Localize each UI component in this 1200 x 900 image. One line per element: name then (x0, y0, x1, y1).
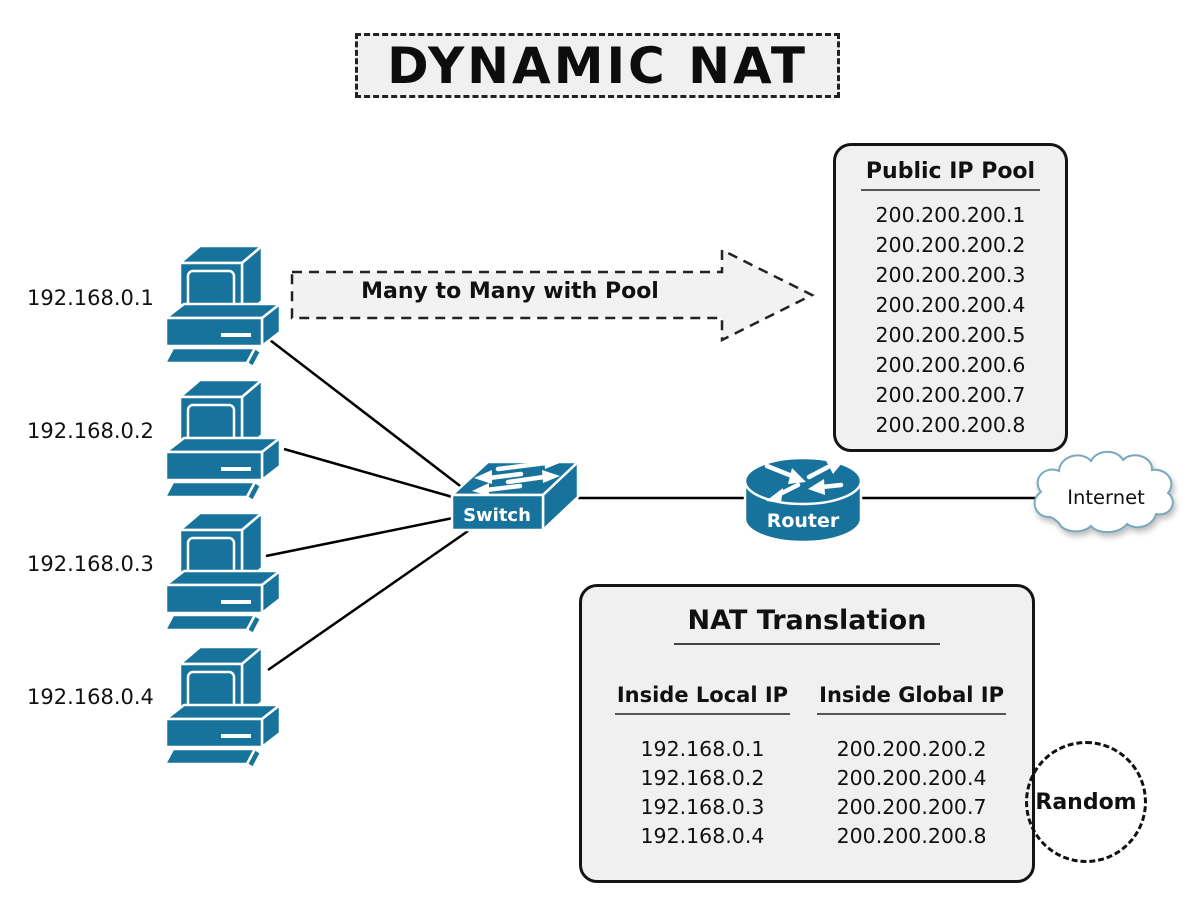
pc2-ip-label: 192.168.0.2 (27, 419, 154, 443)
computer-icon-4 (163, 645, 282, 770)
computer-icon-2 (163, 378, 282, 503)
many-to-many-arrow (290, 247, 815, 343)
cable-pc3-to-switch (265, 516, 454, 558)
page-title-text: DYNAMIC NAT (387, 36, 808, 95)
table-cell: 200.200.200.4 (836, 766, 987, 790)
switch-arrows-icon (472, 456, 562, 496)
pool-ip: 200.200.200.4 (875, 293, 1026, 317)
pool-ip: 200.200.200.6 (875, 353, 1026, 377)
inside-global-rows: 200.200.200.2 200.200.200.4 200.200.200.… (811, 735, 1012, 851)
pool-ip: 200.200.200.7 (875, 383, 1026, 407)
random-label: Random (1035, 789, 1137, 815)
table-cell: 200.200.200.7 (836, 795, 987, 819)
cable-pc2-to-switch (283, 447, 457, 500)
cable-pc1-to-switch (265, 336, 469, 493)
router-arrows-icon (764, 459, 844, 503)
table-cell: 192.168.0.1 (640, 737, 765, 761)
switch-icon: Switch (450, 456, 580, 532)
pc1-ip-label: 192.168.0.1 (27, 286, 154, 310)
router-label: Router (767, 510, 840, 532)
pool-ip: 200.200.200.5 (875, 323, 1026, 347)
table-cell: 192.168.0.2 (640, 766, 765, 790)
cable-pc4-to-switch (267, 529, 469, 672)
public-ip-pool-title: Public IP Pool (860, 159, 1041, 191)
many-to-many-arrow-label: Many to Many with Pool (361, 279, 659, 304)
computer-icon-1 (163, 244, 282, 369)
pc4-ip-label: 192.168.0.4 (27, 685, 154, 709)
nat-translation-table: Inside Local IP 192.168.0.1 192.168.0.2 … (582, 683, 1032, 851)
table-cell: 200.200.200.2 (836, 737, 987, 761)
nat-translation-panel: NAT Translation Inside Local IP 192.168.… (579, 584, 1035, 883)
pool-ip: 200.200.200.3 (875, 263, 1026, 287)
table-cell: 200.200.200.8 (836, 824, 987, 848)
internet-cloud-icon: Internet (1033, 450, 1174, 534)
pc3-ip-label: 192.168.0.3 (27, 552, 154, 576)
inside-local-rows: 192.168.0.1 192.168.0.2 192.168.0.3 192.… (602, 735, 803, 851)
random-annotation-circle: Random (1025, 741, 1147, 863)
inside-global-header: Inside Global IP (817, 683, 1006, 715)
inside-local-column: Inside Local IP 192.168.0.1 192.168.0.2 … (602, 683, 803, 851)
pool-ip: 200.200.200.2 (875, 233, 1026, 257)
pool-ip: 200.200.200.1 (875, 203, 1026, 227)
table-cell: 192.168.0.3 (640, 795, 765, 819)
inside-global-column: Inside Global IP 200.200.200.2 200.200.2… (811, 683, 1012, 851)
switch-label: Switch (463, 505, 531, 526)
table-cell: 192.168.0.4 (640, 824, 765, 848)
internet-label: Internet (1067, 486, 1145, 509)
computer-icon-3 (163, 511, 282, 636)
page-title: DYNAMIC NAT (355, 33, 840, 98)
inside-local-header: Inside Local IP (614, 683, 791, 715)
public-ip-pool-panel: Public IP Pool 200.200.200.1 200.200.200… (833, 143, 1068, 452)
nat-translation-title: NAT Translation (673, 605, 941, 645)
pool-ip: 200.200.200.8 (875, 413, 1026, 437)
router-icon: Router (743, 456, 863, 544)
public-ip-pool-list: 200.200.200.1 200.200.200.2 200.200.200.… (836, 200, 1065, 440)
